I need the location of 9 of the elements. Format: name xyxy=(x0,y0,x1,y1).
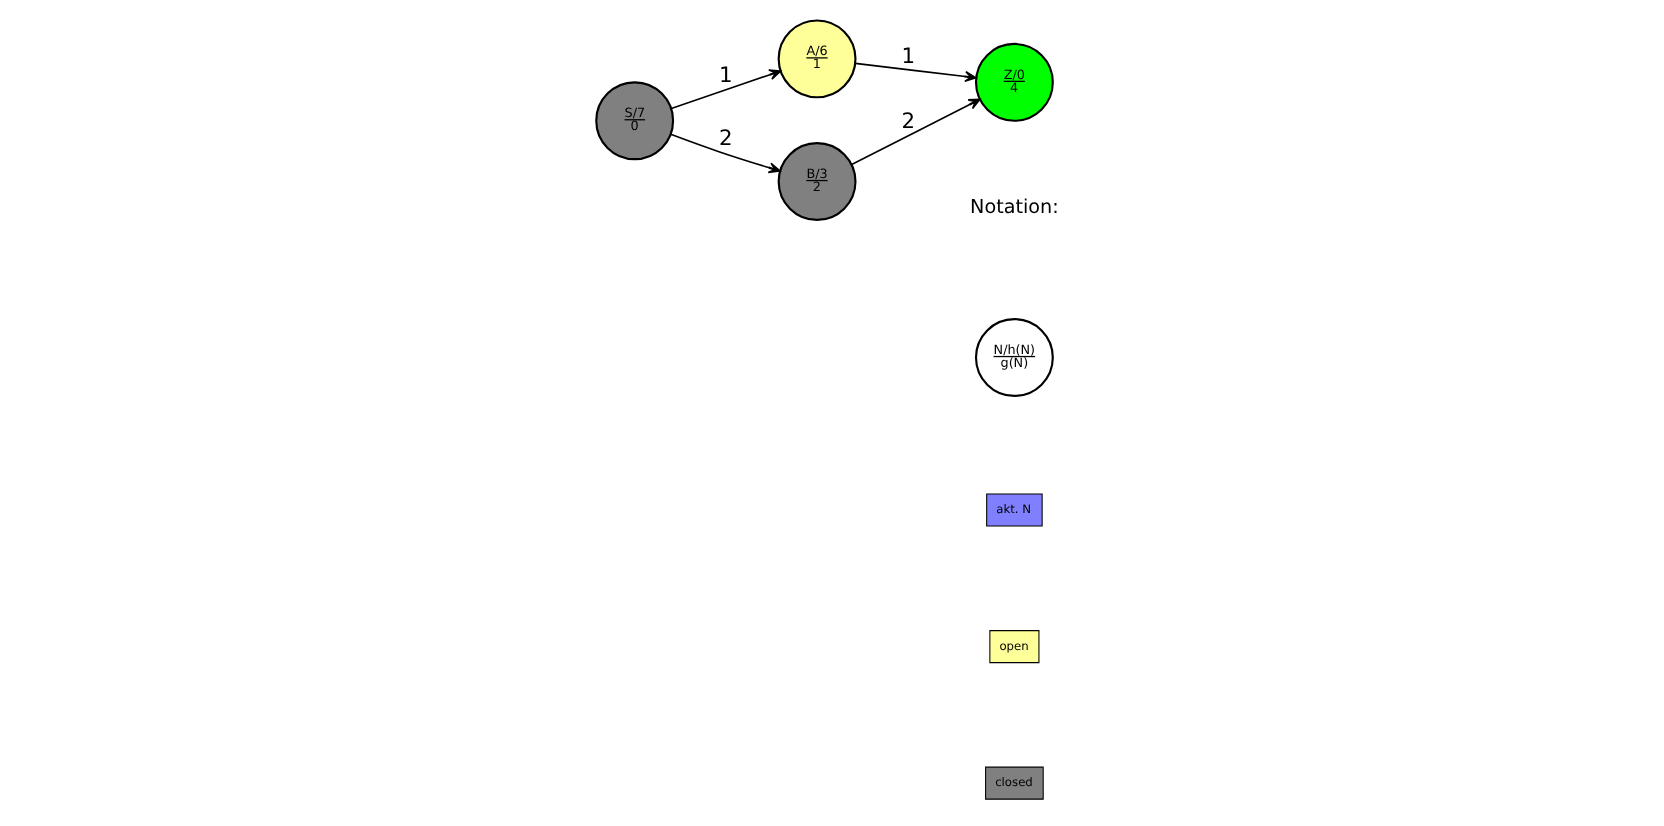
label: Notation: xyxy=(970,196,1059,219)
edge-label: 1 xyxy=(901,43,916,70)
edge-label: 1 xyxy=(719,62,733,89)
edge-label: 2 xyxy=(901,108,916,135)
edge-label: 2 xyxy=(719,125,733,152)
arrow xyxy=(850,98,981,166)
arrow xyxy=(854,62,977,83)
arrow xyxy=(670,69,782,110)
arrow xyxy=(670,133,781,174)
